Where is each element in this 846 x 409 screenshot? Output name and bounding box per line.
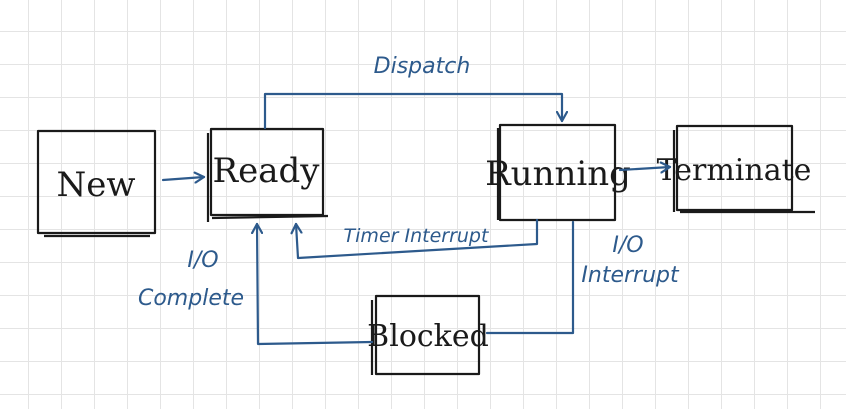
state-new: New bbox=[36, 129, 157, 238]
state-ready-label: Ready bbox=[213, 151, 321, 191]
io-complete-label-line1: I/O bbox=[187, 248, 218, 273]
state-blocked-label: Blocked bbox=[367, 319, 489, 354]
edge-new-to-ready bbox=[161, 177, 206, 180]
dispatch-label: Dispatch bbox=[374, 54, 471, 79]
timer-interrupt-label: Timer Interrupt bbox=[344, 225, 490, 247]
edge-timer-interrupt bbox=[296, 218, 539, 260]
io-interrupt-label-line1: I/O bbox=[612, 233, 643, 258]
state-ready: Ready bbox=[206, 127, 329, 222]
state-running: Running bbox=[485, 123, 631, 222]
state-terminate: Terminate bbox=[657, 124, 815, 214]
edge-dispatch bbox=[263, 92, 562, 130]
io-complete-label-line2: Complete bbox=[138, 286, 244, 311]
edge-io-interrupt bbox=[485, 220, 575, 335]
edge-io-complete bbox=[257, 222, 374, 346]
edge-running-to-terminate bbox=[618, 167, 672, 170]
state-running-label: Running bbox=[485, 154, 631, 194]
state-new-label: New bbox=[57, 165, 136, 205]
state-terminate-label: Terminate bbox=[657, 153, 812, 188]
io-interrupt-label-line2: Interrupt bbox=[581, 263, 680, 288]
state-blocked: Blocked bbox=[367, 294, 489, 376]
